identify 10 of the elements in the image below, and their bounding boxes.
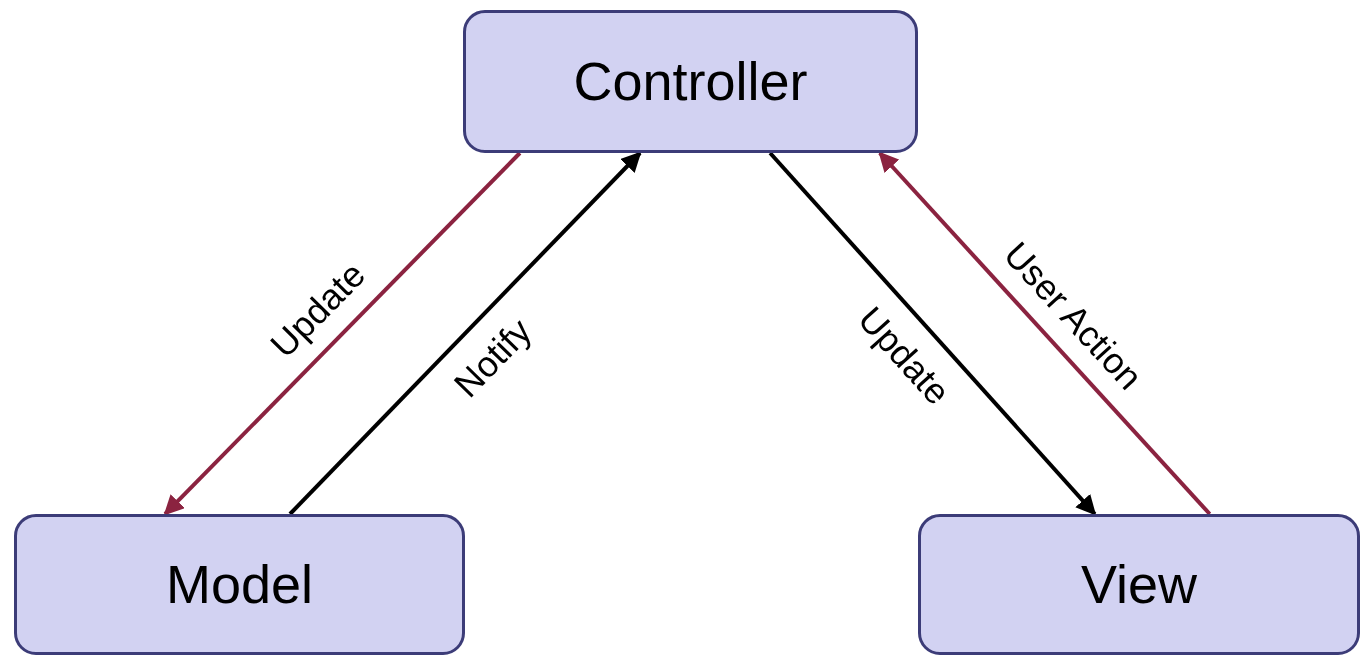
arrow <box>768 151 1097 516</box>
node-label: View <box>1080 553 1198 616</box>
process-box <box>14 514 465 655</box>
node-label: Model <box>165 553 314 616</box>
process-box <box>918 514 1360 655</box>
arrow <box>288 151 642 516</box>
node-label: Controller <box>573 50 808 113</box>
arrow <box>163 151 522 516</box>
process-box <box>463 10 918 153</box>
arrow <box>878 151 1212 516</box>
